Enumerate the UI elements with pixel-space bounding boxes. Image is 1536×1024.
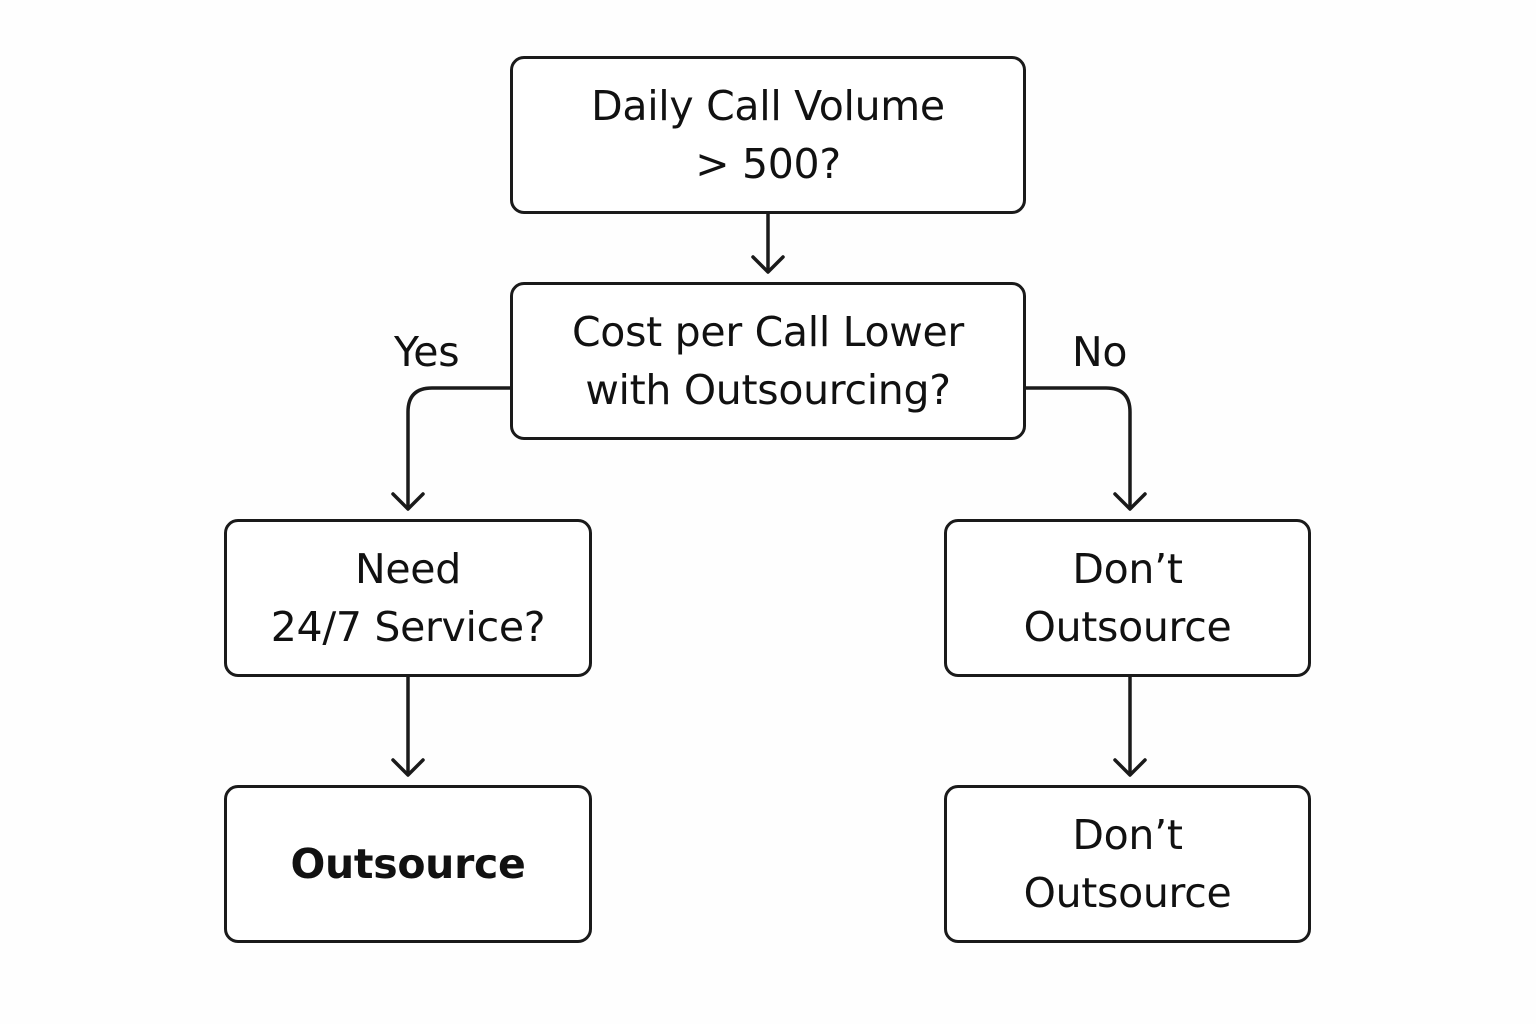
node-cost-per-call: Cost per Call Lower with Outsourcing? [510,282,1026,440]
node-dont-outsource-lower-label: Don’t Outsource [1023,811,1232,917]
node-outsource-label: Outsource [290,840,526,888]
connector-cost-to-service [406,386,512,509]
arrowhead-cost-to-service [391,492,425,511]
arrowhead-volume-to-cost [751,255,785,274]
edge-label-no: No [1072,328,1128,376]
node-need-24-7-service-label: Need 24/7 Service? [270,545,546,651]
node-outsource: Outsource [224,785,592,943]
edge-label-yes: Yes [394,328,460,376]
node-daily-call-volume: Daily Call Volume > 500? [510,56,1026,214]
connector-cost-to-dont [1024,386,1132,509]
arrowhead-dont-to-dont [1113,758,1147,777]
arrowhead-service-to-outsource [391,758,425,777]
node-cost-per-call-label: Cost per Call Lower with Outsourcing? [571,308,964,414]
node-need-24-7-service: Need 24/7 Service? [224,519,592,677]
node-dont-outsource-lower: Don’t Outsource [944,785,1311,943]
arrowhead-cost-to-dont [1113,492,1147,511]
node-daily-call-volume-label: Daily Call Volume > 500? [591,82,945,188]
node-dont-outsource-upper: Don’t Outsource [944,519,1311,677]
node-dont-outsource-upper-label: Don’t Outsource [1023,545,1232,651]
